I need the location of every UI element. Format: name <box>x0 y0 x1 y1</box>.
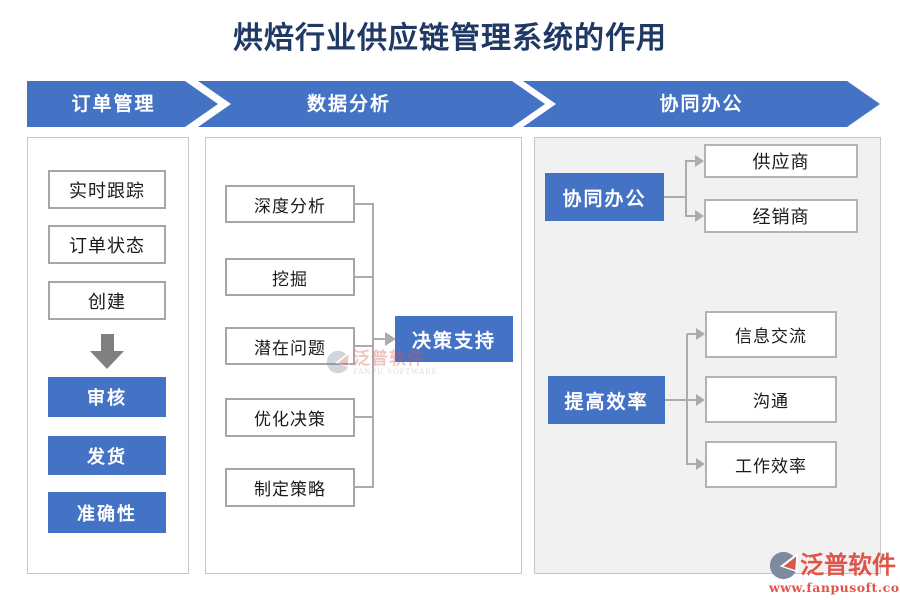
connector-stub <box>355 203 374 205</box>
center-watermark: 泛普软件 FANPU SOFTWARE <box>326 350 437 376</box>
down-arrow-icon <box>90 351 124 369</box>
order-result-accuracy: 准确性 <box>48 492 166 533</box>
fanpu-logo-icon <box>769 551 798 579</box>
connector-stub <box>687 399 697 401</box>
collab-target-work-efficiency: 工作效率 <box>705 441 837 488</box>
analysis-input-strategy-making: 制定策略 <box>225 468 355 507</box>
analysis-input-mining: 挖掘 <box>225 258 355 296</box>
collab-group-efficiency: 提高效率 <box>548 376 665 424</box>
fanpu-logo-icon <box>326 350 350 374</box>
arrow-right-icon <box>696 458 705 470</box>
bottom-watermark: 泛普软件 www.fanpusoft.com <box>769 550 900 595</box>
order-step-realtime-tracking: 实时跟踪 <box>48 170 166 209</box>
watermark-sub-text: FANPU SOFTWARE <box>353 368 438 376</box>
arrow-right-icon <box>695 210 704 222</box>
page-title: 烘焙行业供应链管理系统的作用 <box>233 21 667 56</box>
collab-group-collaboration: 协同办公 <box>545 173 664 221</box>
analysis-input-optimize-decisions: 优化决策 <box>225 398 355 437</box>
connector-stub <box>686 215 696 217</box>
arrow-right-icon <box>696 394 705 406</box>
brand-name-text: 泛普软件 <box>800 550 896 579</box>
brand-url-text: www.fanpusoft.com <box>769 580 900 595</box>
watermark-brand-text: 泛普软件 <box>353 349 425 369</box>
connector-stub <box>664 196 686 198</box>
order-step-order-status: 订单状态 <box>48 225 166 264</box>
connector-stub <box>355 276 374 278</box>
analysis-input-deep-analysis: 深度分析 <box>225 185 355 223</box>
connector-stub <box>687 333 697 335</box>
collab-target-communication: 沟通 <box>705 376 837 423</box>
connector-stub <box>665 399 687 401</box>
down-arrow-icon <box>101 334 114 352</box>
arrow-right-icon <box>385 332 396 346</box>
connector-bus <box>685 160 687 217</box>
connector-stub <box>355 345 374 347</box>
banner-data-analysis: 数据分析 <box>198 81 545 127</box>
connector-to-output <box>374 338 387 340</box>
connector-stub <box>686 160 696 162</box>
connector-stub <box>355 486 374 488</box>
analysis-input-potential-issues: 潜在问题 <box>225 327 355 365</box>
collab-target-information-exchange: 信息交流 <box>705 311 837 358</box>
order-result-shipping: 发货 <box>48 436 166 475</box>
connector-stub <box>355 416 374 418</box>
banner-order-management: 订单管理 <box>27 81 218 127</box>
order-result-review: 审核 <box>48 377 166 417</box>
collab-target-distributor: 经销商 <box>704 199 858 233</box>
banner-collaboration: 协同办公 <box>523 81 880 127</box>
analysis-output-decision-support: 决策支持 <box>395 316 513 362</box>
arrow-right-icon <box>696 328 705 340</box>
arrow-right-icon <box>695 155 704 167</box>
connector-bus <box>372 203 374 488</box>
connector-stub <box>687 463 697 465</box>
collab-target-supplier: 供应商 <box>704 144 858 178</box>
order-step-create: 创建 <box>48 281 166 320</box>
